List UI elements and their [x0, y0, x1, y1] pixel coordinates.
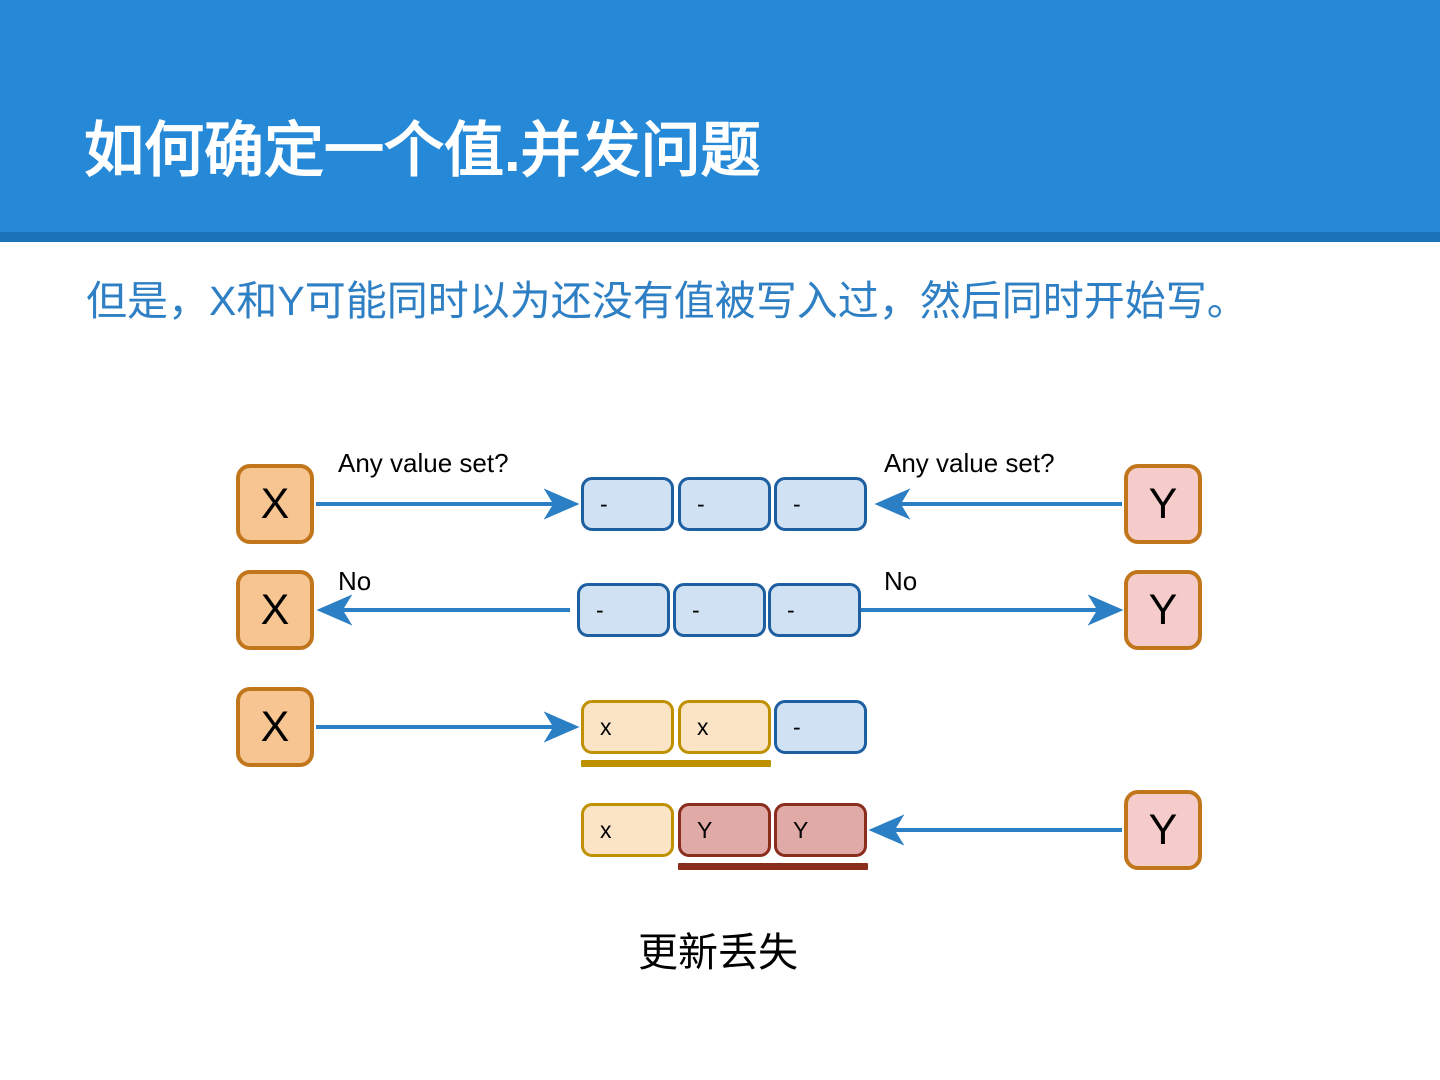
register-cell-r3c1-value: x	[600, 713, 612, 740]
actor-x-row2[interactable]: X	[236, 570, 314, 650]
actor-x-row2-label: X	[260, 585, 290, 634]
register-cell-r1c3[interactable]: -	[774, 477, 867, 531]
register-cell-r2c1[interactable]: -	[577, 583, 670, 637]
edge-label-y-query: Any value set?	[884, 448, 1055, 478]
actor-x-row3[interactable]: X	[236, 687, 314, 767]
register-cell-r4c2[interactable]: Y	[678, 803, 771, 857]
title-bar-accent-rule	[0, 232, 1440, 242]
diagram-caption: 更新丢失	[0, 920, 1440, 978]
register-cell-r2c3-value: -	[787, 596, 795, 623]
actor-y-row1[interactable]: Y	[1124, 464, 1202, 544]
actor-x-row1[interactable]: X	[236, 464, 314, 544]
actor-y-row2-label: Y	[1148, 585, 1178, 634]
actor-y-row4[interactable]: Y	[1124, 790, 1202, 870]
register-cell-r1c2-value: -	[697, 490, 705, 517]
edge-label-y-answer: No	[884, 566, 918, 596]
actor-x-row3-label: X	[260, 702, 290, 751]
actor-y-row1-label: Y	[1148, 479, 1178, 528]
quorum-underline-x	[581, 760, 771, 767]
quorum-underline-y	[678, 863, 868, 870]
register-cell-r2c3[interactable]: -	[768, 583, 861, 637]
page-title: 如何确定一个值.并发问题	[84, 117, 761, 184]
register-cell-r1c1-value: -	[600, 490, 608, 517]
diagram-caption-text: 更新丢失	[638, 931, 798, 975]
register-cell-r1c1[interactable]: -	[581, 477, 674, 531]
register-cell-r3c3-value: -	[793, 713, 801, 740]
body-paragraph: 但是，X和Y可能同时以为还没有值被写入过，然后同时开始写。	[86, 278, 1248, 324]
register-cell-r4c1[interactable]: x	[581, 803, 674, 857]
edge-label-x-query: Any value set?	[338, 448, 509, 478]
register-cell-r4c2-value: Y	[697, 816, 713, 843]
actor-x-row1-label: X	[260, 479, 290, 528]
register-cell-r4c1-value: x	[600, 816, 612, 843]
register-cell-r2c2[interactable]: -	[673, 583, 766, 637]
actor-y-row2[interactable]: Y	[1124, 570, 1202, 650]
title-bar	[0, 0, 1440, 232]
actor-y-row4-label: Y	[1148, 805, 1178, 854]
register-cell-r4c3[interactable]: Y	[774, 803, 867, 857]
register-cell-r4c3-value: Y	[793, 816, 809, 843]
register-cell-r3c2[interactable]: x	[678, 700, 771, 754]
register-cell-r1c2[interactable]: -	[678, 477, 771, 531]
edge-label-x-answer: No	[338, 566, 372, 596]
register-cell-r1c3-value: -	[793, 490, 801, 517]
register-cell-r3c3[interactable]: -	[774, 700, 867, 754]
register-cell-r2c2-value: -	[692, 596, 700, 623]
register-cell-r3c2-value: x	[697, 713, 709, 740]
register-cell-r2c1-value: -	[596, 596, 604, 623]
register-cell-r3c1[interactable]: x	[581, 700, 674, 754]
